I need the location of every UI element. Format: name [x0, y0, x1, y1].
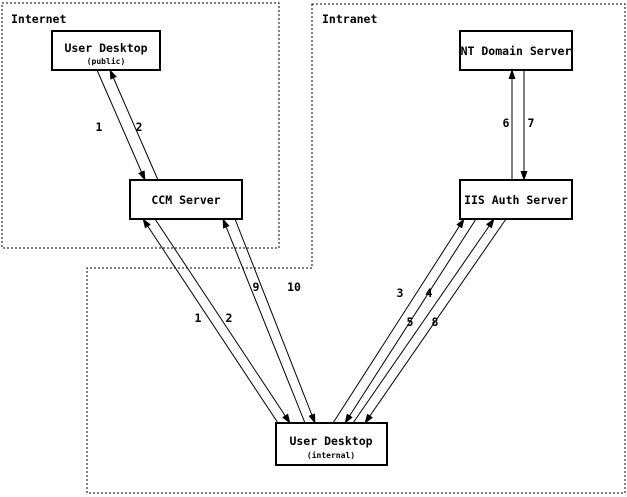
- arrow-2-ccm-to-public: [109, 69, 159, 181]
- node-title: User Desktop: [64, 41, 147, 55]
- intranet-zone-outline: [86, 3, 626, 494]
- node-user-desktop-internal: User Desktop (internal): [275, 422, 388, 466]
- arrow-8-iis-to-internal: [364, 218, 507, 424]
- node-nt-domain-server: NT Domain Server: [459, 30, 573, 71]
- node-title: User Desktop: [289, 434, 372, 448]
- arrow-4-iis-to-internal: [344, 218, 477, 424]
- node-subtitle: (public): [87, 56, 126, 66]
- arrow-2-ccm-to-internal: [154, 218, 291, 424]
- node-box: [129, 179, 243, 220]
- node-box: [51, 30, 161, 71]
- node-box: [275, 422, 388, 466]
- node-title: CCM Server: [151, 193, 220, 207]
- internet-zone-label: Internet: [11, 12, 66, 26]
- intranet-zone-label: Intranet: [322, 12, 377, 26]
- node-title: NT Domain Server: [461, 44, 572, 58]
- arrow-label: 2: [136, 120, 143, 134]
- arrow-label: 8: [432, 315, 439, 329]
- arrow-5-internal-to-iis: [352, 218, 495, 424]
- arrow-1-internal-to-ccm: [142, 218, 279, 424]
- node-box: [459, 179, 573, 220]
- arrow-label: 1: [195, 311, 202, 325]
- internet-zone-outline: [1, 2, 280, 249]
- arrow-label: 5: [407, 315, 414, 329]
- node-user-desktop-public: User Desktop (public): [51, 30, 161, 71]
- node-iis-auth-server: IIS Auth Server: [459, 179, 573, 220]
- arrow-9-internal-to-ccm: [222, 218, 306, 424]
- arrow-1-public-to-ccm: [96, 69, 146, 181]
- arrow-label: 7: [528, 116, 535, 130]
- arrow-label: 2: [226, 311, 233, 325]
- node-box: [459, 30, 573, 71]
- arrow-label: 4: [426, 286, 433, 300]
- arrow-label: 6: [503, 116, 510, 130]
- node-title: IIS Auth Server: [464, 193, 568, 207]
- arrow-label: 3: [397, 286, 404, 300]
- arrow-label: 10: [287, 280, 301, 294]
- arrow-10-ccm-to-internal: [234, 218, 316, 424]
- node-ccm-server: CCM Server: [129, 179, 243, 220]
- arrow-3-internal-to-iis: [332, 218, 465, 424]
- node-subtitle: (internal): [307, 450, 355, 460]
- arrow-label: 1: [96, 120, 103, 134]
- arrow-label: 9: [253, 280, 260, 294]
